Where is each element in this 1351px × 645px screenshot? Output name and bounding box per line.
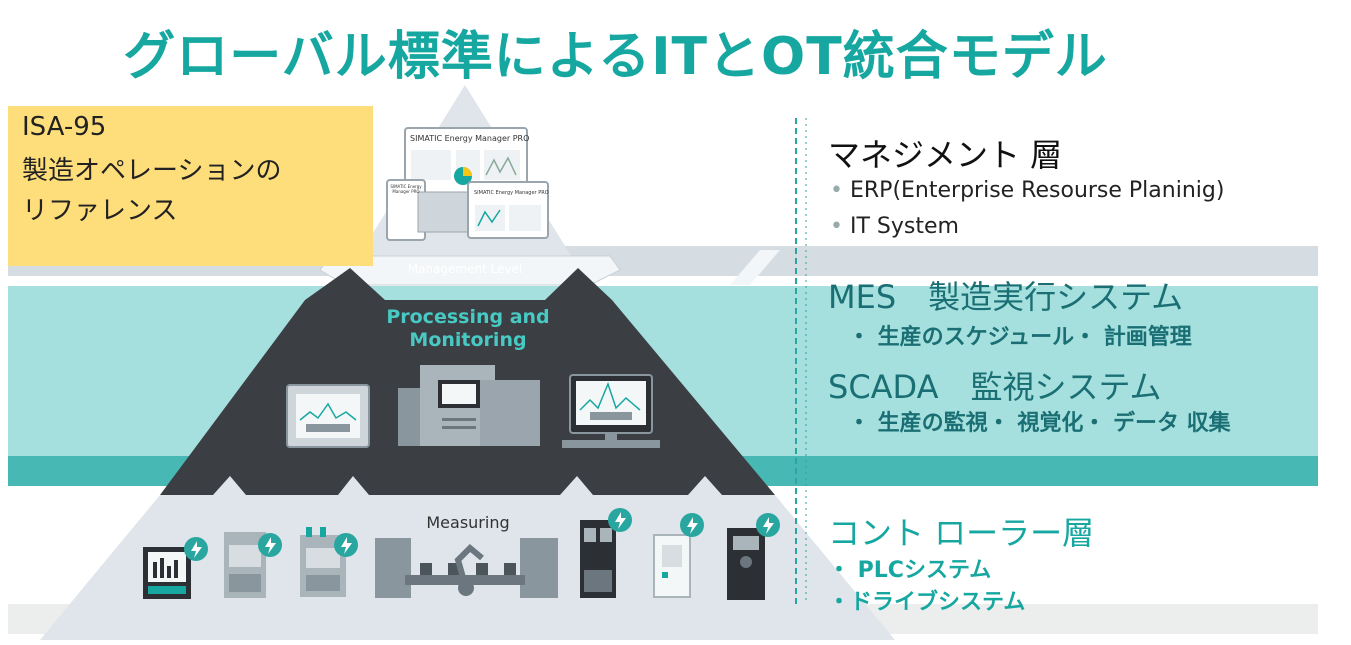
controller-item-drive: ・ドライブシステム <box>828 590 1026 615</box>
monitoring-devices <box>286 365 660 448</box>
lightning-badges <box>184 508 780 561</box>
isa-line-1: ISA-95 <box>22 112 107 142</box>
screen-title-1: SIMATIC Energy Manager PRO <box>410 134 530 143</box>
scada-item: ・ 生産の監視・ 視覚化・ データ 収集 <box>848 411 1231 436</box>
management-heading: マネジメント 層 <box>828 136 1063 174</box>
management-item-it: • IT System <box>830 214 959 239</box>
processing-label-2: Monitoring <box>409 329 527 351</box>
screen-title-3: SIMATIC Energy Manager PRO <box>474 190 549 196</box>
mes-heading: MES 製造実行システム <box>828 278 1184 316</box>
isa-95-box <box>8 106 373 266</box>
processing-label-1: Processing and <box>386 306 550 328</box>
screen-title-2: SIMATIC Energy Manager PRO <box>390 184 422 194</box>
controller-item-plc: ・ PLCシステム <box>828 558 992 583</box>
isa-line-2: 製造オペレーションの <box>22 156 282 186</box>
mes-item: ・ 生産のスケジュール・ 計画管理 <box>848 325 1192 350</box>
controller-heading: コント ローラー層 <box>828 514 1095 552</box>
measuring-label: Measuring <box>426 513 510 532</box>
measuring-devices <box>143 520 765 600</box>
energy-manager-screens <box>386 127 549 241</box>
management-level-label: Management Level <box>407 262 523 276</box>
isa-line-3: リファレンス <box>22 196 178 226</box>
scada-heading: SCADA 監視システム <box>828 368 1162 406</box>
page-title: グローバル標準によるITとOT統合モデル <box>123 27 1108 87</box>
management-item-erp: • ERP(Enterprise Resourse Planinig) <box>830 178 1225 203</box>
pyramid-bottom <box>40 476 895 640</box>
management-strip-right <box>730 250 780 285</box>
